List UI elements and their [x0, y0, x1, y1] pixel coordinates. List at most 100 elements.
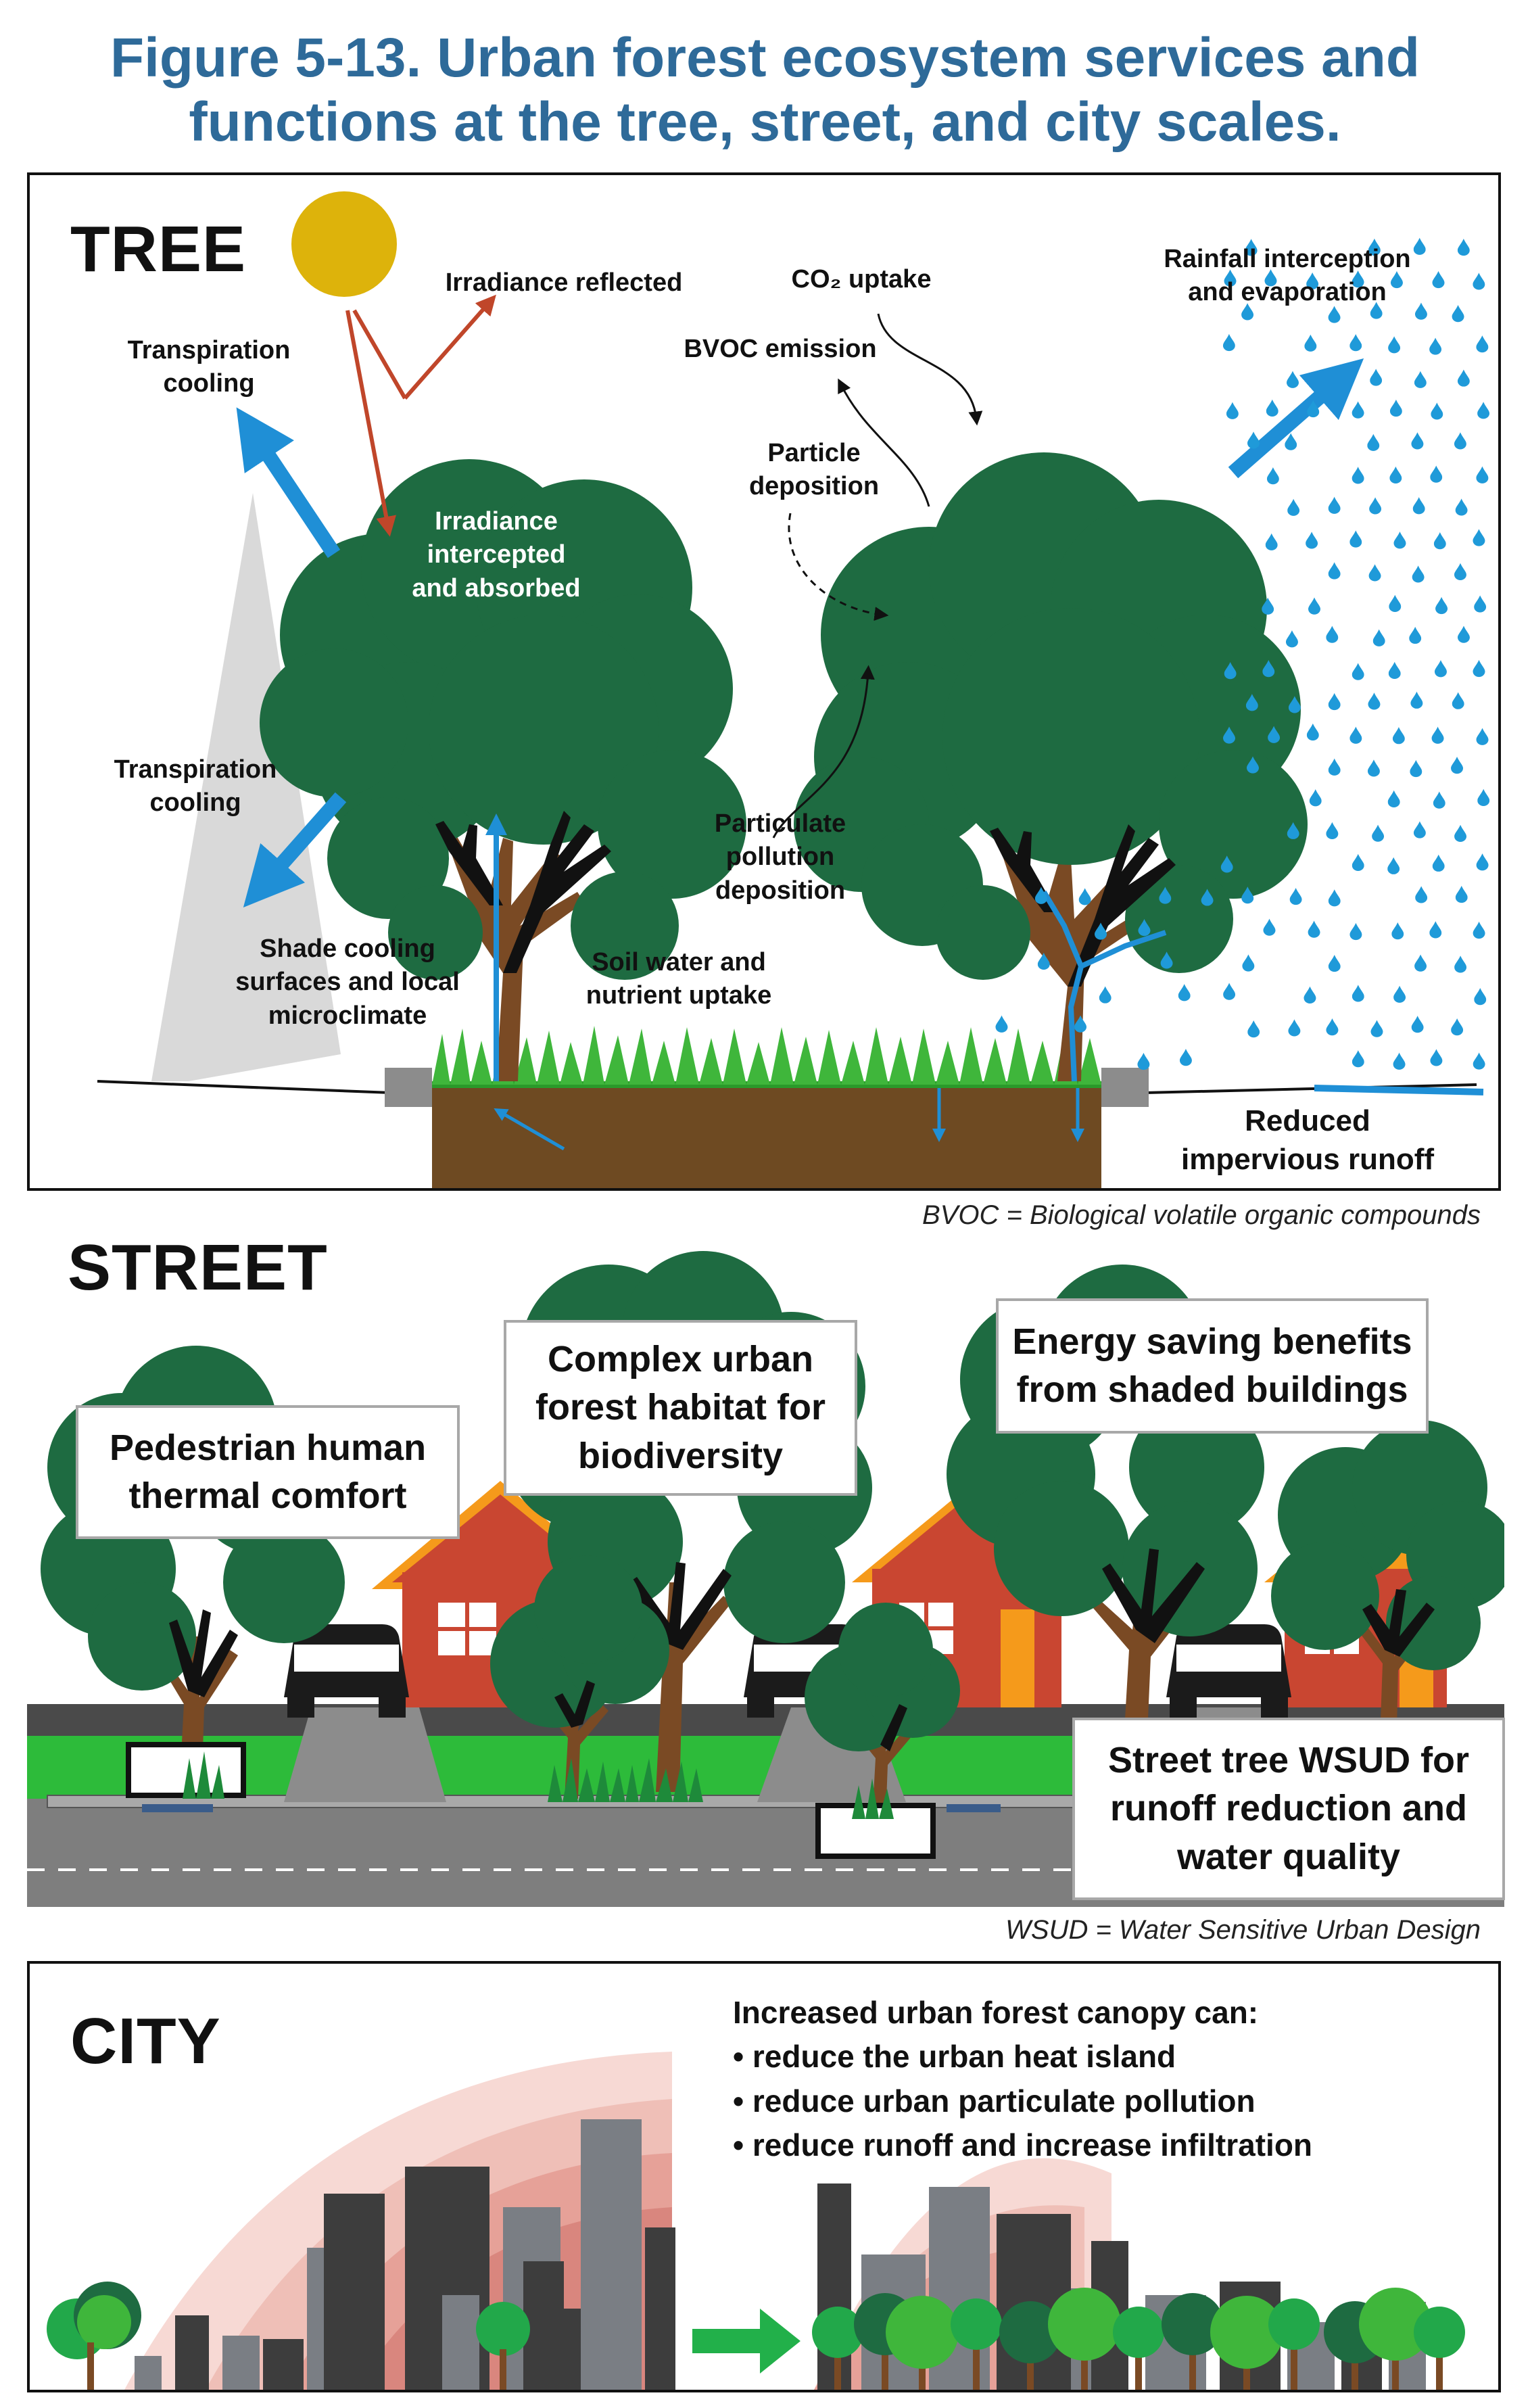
raindrop-icon: [1473, 529, 1485, 546]
raindrop-icon: [1223, 983, 1236, 1000]
tree-scene: [97, 191, 1490, 1188]
raindrop-icon: [1372, 824, 1385, 842]
raindrop-icon: [1266, 467, 1279, 485]
raindrop-icon: [1099, 986, 1111, 1004]
raindrop-icon: [1434, 660, 1447, 678]
tree-canopy: [1048, 2288, 1121, 2361]
figure-title-line-1: Figure 5-13. Urban forest ecosystem serv…: [110, 27, 1420, 89]
label-transpiration-top: Transpiration cooling: [127, 336, 291, 398]
raindrop-icon: [1393, 532, 1406, 549]
raindrop-icon: [1349, 726, 1362, 744]
raindrop-icon: [1476, 728, 1489, 745]
raindrop-icon: [1476, 335, 1489, 353]
raindrop-icon: [1288, 1019, 1301, 1037]
raindrop-icon: [1389, 399, 1402, 417]
tree-icon: [1271, 1420, 1504, 1758]
label-transpiration-bottom: Transpiration cooling: [114, 755, 277, 818]
tree-trunk: [1135, 2342, 1142, 2390]
raindrop-icon: [1247, 1020, 1260, 1038]
raindrop-icon: [1410, 691, 1423, 709]
raindrop-icon: [1328, 889, 1341, 907]
raindrop-icon: [1413, 821, 1426, 839]
raindrop-icon: [1452, 692, 1464, 709]
figure-title: Figure 5-13. Urban forest ecosystem serv…: [0, 26, 1530, 154]
raindrop-icon: [1476, 853, 1489, 871]
tree-heading: TREE: [70, 213, 247, 285]
tree-icon: [805, 1603, 960, 1819]
label-irradiance-reflected: Irradiance reflected: [445, 268, 683, 297]
raindrop-icon: [1389, 466, 1402, 484]
wsud-caption: WSUD = Water Sensitive Urban Design: [1005, 1915, 1481, 1945]
raindrop-icon: [1308, 920, 1320, 938]
raindrop-icon: [1411, 1016, 1424, 1033]
raindrop-icon: [1370, 1020, 1383, 1037]
tree-trunk: [973, 2342, 980, 2390]
tree-icon: [812, 2288, 1465, 2390]
raindrop-icon: [1393, 985, 1406, 1003]
label-particulate-pollution: Particulate pollution deposition: [714, 809, 846, 905]
raindrop-icon: [1367, 433, 1380, 451]
raindrop-icon: [1349, 530, 1362, 548]
raindrop-icon: [1287, 498, 1300, 516]
raindrop-icon: [1410, 759, 1423, 778]
raindrop-icon: [1265, 533, 1278, 550]
raindrop-icon: [1454, 563, 1466, 580]
raindrop-icon: [1430, 1049, 1443, 1066]
raindrop-icon: [1393, 1052, 1406, 1070]
raindrop-icon: [1431, 402, 1443, 420]
raindrop-icon: [1289, 887, 1302, 905]
raindrop-icon: [1309, 789, 1322, 807]
raindrop-icon: [1474, 595, 1487, 613]
label-particle-deposition: Particle deposition: [748, 439, 880, 501]
tree-trunk: [1027, 2342, 1034, 2390]
label-shade-cooling: Shade cooling surfaces and local microcl…: [235, 935, 460, 1030]
raindrop-icon: [1286, 371, 1299, 388]
city-benefit-item: • reduce urban particulate pollution: [733, 2083, 1256, 2119]
tree-icon: [794, 452, 1308, 1082]
raindrop-icon: [1473, 659, 1485, 678]
raindrop-icon: [1326, 1018, 1339, 1036]
building-icon: [135, 2119, 675, 2390]
raindrop-icon: [1433, 791, 1445, 809]
raindrop-icon: [1415, 886, 1428, 903]
raindrop-icon: [1328, 758, 1341, 776]
tree-canopy: [951, 2298, 1002, 2350]
raindrop-icon: [1349, 922, 1362, 941]
raindrop-icon: [1391, 922, 1404, 940]
tree-trunk: [834, 2342, 841, 2390]
tree-canopy: [812, 2307, 863, 2358]
raindrop-icon: [1387, 790, 1400, 807]
raindrop-icon: [1432, 854, 1445, 872]
label-rainfall: Rainfall interception and evaporation: [1164, 245, 1411, 307]
raindrop-icon: [1433, 532, 1446, 550]
raindrop-icon: [1328, 954, 1341, 972]
raindrop-icon: [1308, 597, 1321, 615]
raindrop-icon: [1412, 565, 1425, 583]
raindrop-icon: [1306, 532, 1318, 549]
car-icon: [284, 1624, 409, 1718]
raindrop-icon: [1179, 1049, 1192, 1066]
raindrop-icon: [1430, 465, 1443, 483]
city-scene: [47, 2052, 1465, 2390]
tree-canopy: [1210, 2296, 1283, 2369]
tree-canopy: [1359, 2288, 1432, 2361]
raindrop-icon: [1411, 432, 1424, 450]
raindrop-icon: [1304, 334, 1317, 352]
raindrop-icon: [1368, 692, 1381, 710]
raindrop-icon: [1369, 497, 1382, 515]
tree-icon: [260, 459, 746, 1081]
city-benefit-item: • reduce runoff and increase infiltratio…: [733, 2127, 1313, 2163]
box-street-tree-wsud: Street tree WSUD for runoff reduction an…: [1072, 1718, 1505, 1900]
raindrop-icon: [1454, 432, 1466, 450]
raindrop-icon: [1328, 496, 1341, 514]
raindrop-icon: [1455, 885, 1468, 903]
raindrop-icon: [1457, 238, 1470, 256]
raindrop-icon: [1474, 988, 1487, 1006]
raindrop-icon: [1328, 562, 1341, 580]
raindrop-icon: [1247, 431, 1260, 449]
raindrop-icon: [1409, 626, 1422, 644]
raindrop-icon: [1473, 273, 1485, 290]
raindrop-icon: [1372, 629, 1385, 646]
city-panel: CITY Increased urban forest canopy can: …: [27, 1961, 1501, 2392]
raindrop-icon: [1137, 1052, 1150, 1070]
